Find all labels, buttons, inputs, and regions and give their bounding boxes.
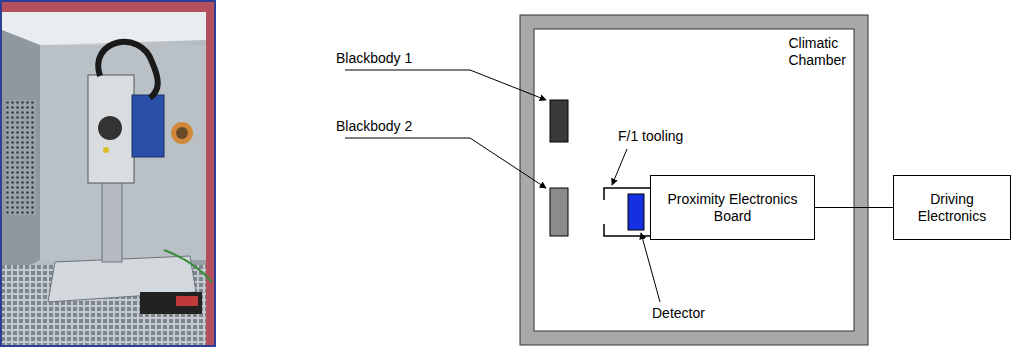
linear-rail: [140, 292, 202, 314]
indicator-dot: [103, 147, 109, 153]
chamber-port: [171, 122, 193, 144]
node-text: Driving Electronics: [902, 191, 1002, 225]
part-label: F/1 tooling: [618, 128, 683, 145]
rail-stop: [176, 296, 198, 306]
node-text: Proximity Electronics Board: [659, 191, 806, 225]
cable: [98, 42, 158, 98]
part-label: Blackbody 1: [336, 50, 412, 67]
chamber-ceiling: [2, 12, 206, 45]
part-label: Detector: [652, 305, 705, 322]
leader-line: [641, 233, 660, 302]
blackbody-source: [550, 188, 568, 236]
connector-line: [815, 207, 893, 208]
port-opening: [176, 127, 188, 139]
photo-frame: [0, 0, 216, 347]
support-post: [102, 180, 122, 262]
chamber-frame: [520, 15, 868, 345]
part-label: Blackbody 2: [336, 118, 412, 135]
side-wall: [2, 30, 40, 280]
leader-line: [612, 149, 627, 185]
leader-line: [345, 138, 546, 188]
chamber-wall: [520, 15, 868, 345]
perforated-panel: [6, 100, 36, 215]
back-wall: [40, 45, 206, 260]
blackbody-source: [550, 100, 568, 142]
electronics-housing: [132, 95, 164, 157]
ground-wire: [164, 250, 212, 282]
node-text: Climatic Chamber: [788, 35, 846, 69]
chamber-interior: [534, 29, 854, 331]
electronics-box: Driving Electronics: [893, 175, 1011, 240]
tooling-bracket: [604, 188, 650, 236]
chamber-photo: [0, 0, 216, 347]
climatic-chamber: Climatic ChamberProximity Electronics Bo…: [520, 15, 868, 345]
electronics-box: Proximity Electronics Board: [650, 175, 815, 240]
detector-lens: [98, 116, 122, 140]
chamber-wall: [2, 2, 214, 345]
door-seal: [2, 2, 214, 345]
detector-head: [88, 75, 134, 183]
detector-symbol: [628, 194, 644, 230]
leader-line: [345, 70, 546, 100]
